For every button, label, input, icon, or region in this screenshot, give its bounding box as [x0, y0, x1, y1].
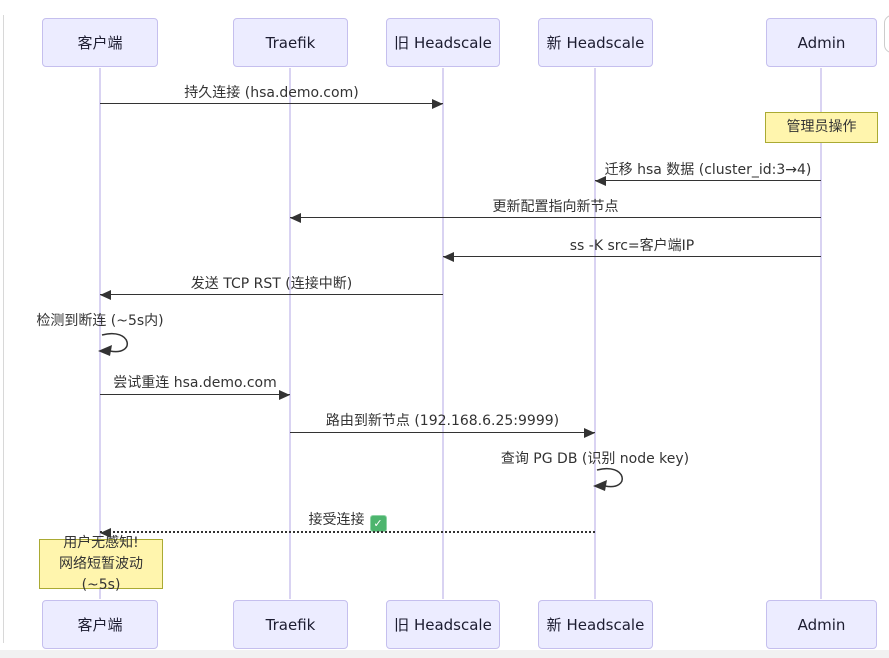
actor-label: 新 Headscale	[546, 34, 645, 52]
actor-admin-bottom: Admin	[766, 600, 877, 649]
actor-label: 客户端	[77, 616, 123, 634]
check-icon: ✓	[369, 515, 387, 532]
actor-label: 旧 Headscale	[394, 616, 492, 634]
message-arrow	[290, 217, 821, 218]
lifeline-traefik	[289, 68, 291, 599]
left-edge-divider	[3, 15, 4, 643]
message-arrow-dashed	[100, 531, 595, 533]
message-arrow	[100, 294, 443, 295]
arrowhead-left-icon	[100, 528, 111, 538]
lifeline-old-headscale	[442, 68, 444, 599]
message-label: 检测到断连 (~5s内)	[36, 313, 164, 329]
message-arrow	[100, 394, 290, 395]
actor-traefik-top: Traefik	[233, 18, 348, 67]
message-arrow	[443, 256, 821, 257]
note-text: 管理员操作	[786, 119, 857, 135]
actor-old-headscale-top: 旧 Headscale	[386, 18, 500, 67]
actor-new-headscale-bottom: 新 Headscale	[538, 600, 653, 649]
note-user-imperceptible: 用户无感知! 网络短暂波动 (~5s)	[39, 535, 163, 593]
arrowhead-right-icon	[584, 428, 595, 438]
self-loop-arrow	[593, 467, 623, 491]
arrowhead-right-icon	[279, 390, 290, 400]
actor-label: Traefik	[265, 615, 316, 634]
lifeline-new-headscale	[594, 68, 596, 599]
actor-label: 旧 Headscale	[394, 34, 492, 52]
message-label: 更新配置指向新节点	[492, 199, 619, 215]
message-label: 迁移 hsa 数据 (cluster_id:3→4)	[604, 162, 812, 178]
message-label: 路由到新节点 (192.168.6.25:9999)	[325, 413, 560, 429]
actor-client-bottom: 客户端	[42, 600, 158, 649]
actor-label: Admin	[797, 33, 846, 52]
message-label: ss -K src=客户端IP	[569, 238, 695, 254]
bottom-scroll-strip	[0, 650, 889, 658]
message-arrow	[290, 432, 595, 433]
arrowhead-right-icon	[432, 99, 443, 109]
message-label: 接受连接✓	[100, 509, 595, 532]
message-label: 持久连接 (hsa.demo.com)	[184, 85, 359, 101]
message-label: 发送 TCP RST (连接中断)	[190, 276, 353, 292]
arrowhead-left-icon	[100, 290, 111, 300]
lifeline-client	[99, 68, 101, 599]
message-text: 接受连接	[308, 512, 365, 528]
actor-admin-top: Admin	[766, 18, 877, 67]
note-line: 网络短暂波动 (~5s)	[59, 555, 143, 593]
actor-label: Admin	[797, 615, 846, 634]
right-toolbar-fragment[interactable]	[884, 15, 889, 53]
actor-client-top: 客户端	[42, 18, 158, 67]
message-arrow	[100, 103, 443, 104]
actor-label: 新 Headscale	[546, 616, 645, 634]
lifeline-admin	[820, 68, 822, 599]
self-loop-arrow	[98, 332, 128, 356]
note-admin-action: 管理员操作	[765, 112, 878, 143]
message-label: 查询 PG DB (识别 node key)	[500, 451, 690, 467]
actor-label: 客户端	[77, 34, 123, 52]
actor-old-headscale-bottom: 旧 Headscale	[386, 600, 500, 649]
message-label: 尝试重连 hsa.demo.com	[113, 375, 277, 391]
actor-label: Traefik	[265, 33, 316, 52]
arrowhead-left-icon	[290, 213, 301, 223]
arrowhead-left-icon	[595, 176, 606, 186]
actor-new-headscale-top: 新 Headscale	[538, 18, 653, 67]
message-arrow	[595, 180, 821, 181]
arrowhead-left-icon	[443, 252, 454, 262]
note-line: 用户无感知!	[63, 534, 139, 551]
actor-traefik-bottom: Traefik	[233, 600, 348, 649]
